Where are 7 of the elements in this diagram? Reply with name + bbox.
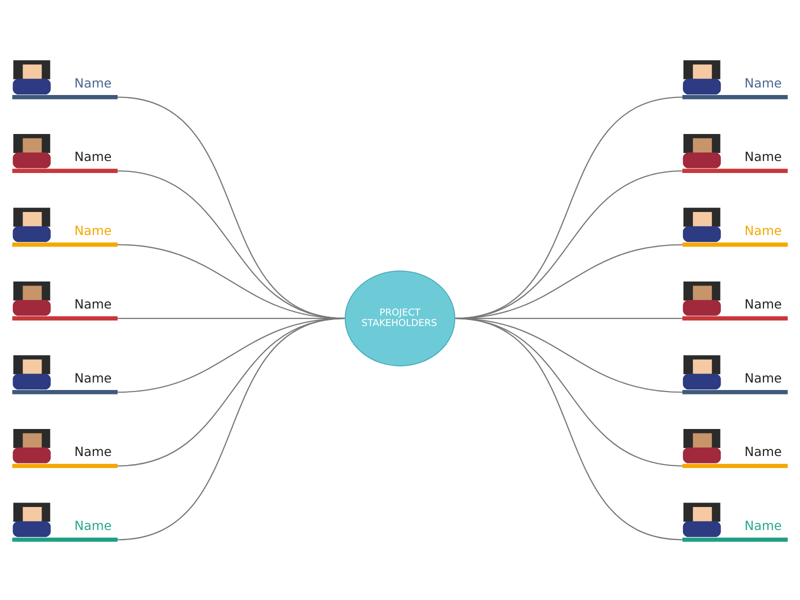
connector: [118, 317, 346, 540]
connector: [454, 96, 682, 318]
connector: [454, 170, 682, 318]
node-ellipse: PROJECT STAKEHOLDERS: [344, 270, 456, 366]
connector: [118, 96, 346, 318]
connector: [118, 170, 346, 318]
connector: [454, 317, 682, 540]
